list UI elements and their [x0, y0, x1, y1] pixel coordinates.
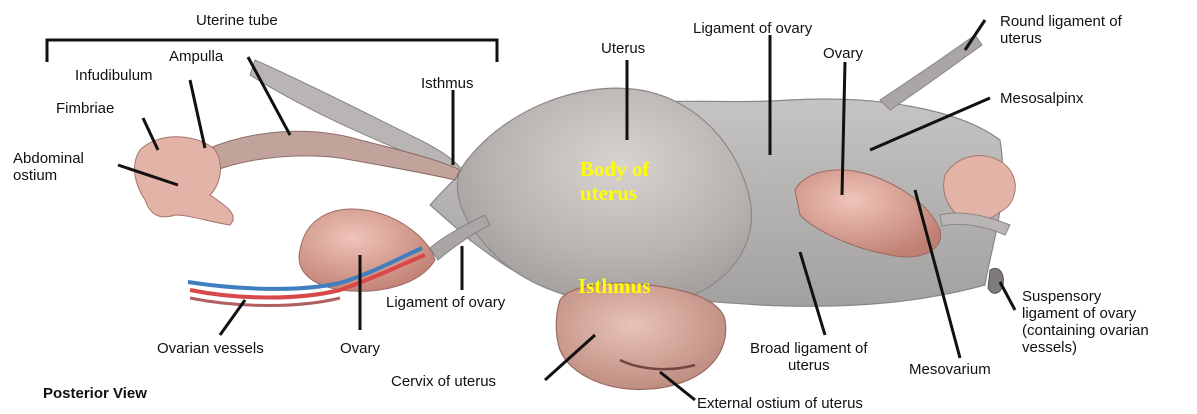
label-external-ostium: External ostium of uterus [697, 395, 863, 412]
suspensory-ligament-shape [988, 268, 1003, 293]
cervix-shape [556, 283, 725, 389]
label-uterine-tube: Uterine tube [196, 12, 278, 29]
suspensory-ligament-leader [1000, 282, 1015, 310]
label-uterus: Uterus [601, 40, 645, 57]
label-cervix: Cervix of uterus [391, 373, 496, 390]
label-mesosalpinx: Mesosalpinx [1000, 90, 1083, 107]
label-suspensory-ligament: Suspensory ligament of ovary (containing… [1022, 288, 1149, 356]
label-fimbriae: Fimbriae [56, 100, 114, 117]
label-posterior-view: Posterior View [43, 385, 147, 402]
label-ovary-top: Ovary [823, 45, 863, 62]
label-round-ligament: Round ligament of uterus [1000, 13, 1122, 47]
label-ovary-bottom: Ovary [340, 340, 380, 357]
label-abdominal-ostium: Abdominal ostium [13, 150, 84, 184]
label-body-of-uterus: Body of uterus [580, 157, 649, 205]
label-ampulla: Ampulla [169, 48, 223, 65]
label-infundibulum: Infudibulum [75, 67, 153, 84]
label-broad-ligament: Broad ligament of uterus [750, 340, 868, 374]
label-ligament-of-ovary-top: Ligament of ovary [693, 20, 812, 37]
label-isthmus-tube: Isthmus [421, 75, 474, 92]
right-fimbriae-shape [944, 156, 1016, 222]
label-isthmus-uterus: Isthmus [578, 275, 650, 297]
label-ligament-of-ovary-bottom: Ligament of ovary [386, 294, 505, 311]
label-mesovarium: Mesovarium [909, 361, 991, 378]
label-ovarian-vessels: Ovarian vessels [157, 340, 264, 357]
infundibulum-leader [190, 80, 205, 148]
uterine-tube-bracket [47, 40, 497, 62]
